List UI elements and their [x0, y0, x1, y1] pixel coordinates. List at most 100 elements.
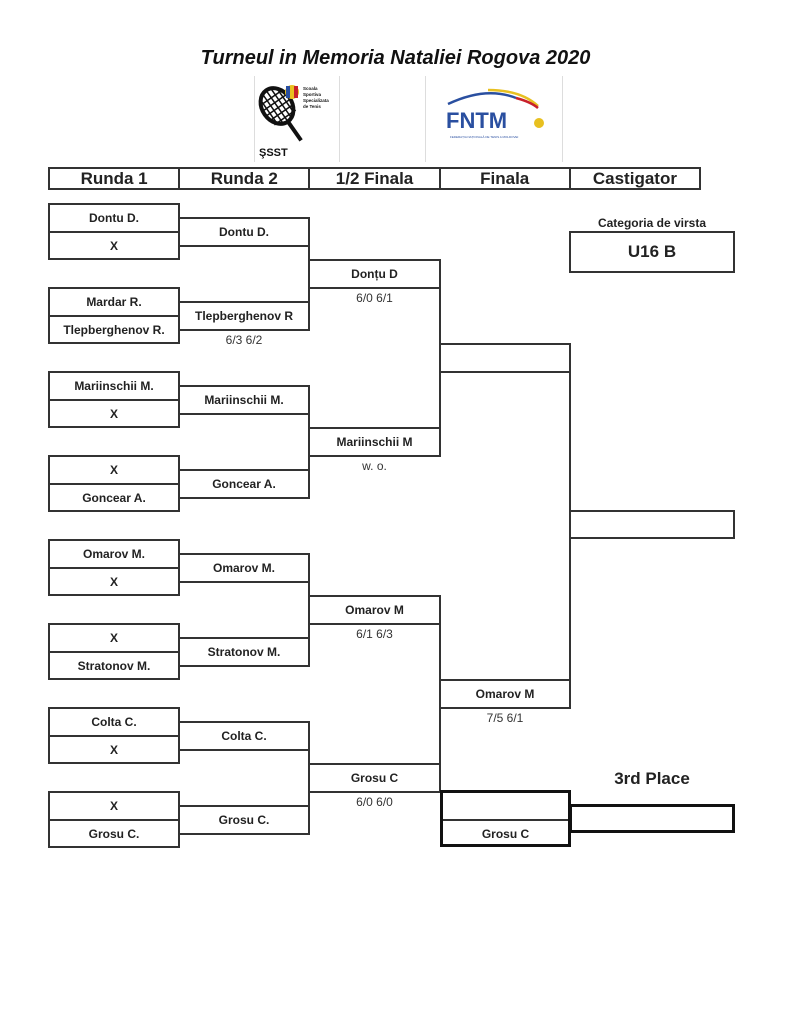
connector-vertical: [439, 595, 441, 791]
svg-text:Specializata: Specializata: [303, 98, 329, 103]
semifinal-player: Omarov M: [345, 603, 404, 617]
connector-line: [440, 343, 570, 345]
logo-abbr: ŞSST: [259, 147, 288, 159]
player-slot: Colta C.: [91, 715, 137, 729]
round2-player: Dontu D.: [219, 225, 269, 239]
round1-match: Colta C. X: [48, 707, 180, 764]
winner-box: [569, 510, 735, 539]
semifinal-player: Donțu D: [351, 267, 398, 281]
category-label: Categoria de virsta: [597, 216, 707, 230]
round2-player: Mariinschii M.: [204, 393, 284, 407]
connector-line: [179, 665, 309, 667]
round2-player: Stratonov M.: [207, 645, 281, 659]
player-slot: X: [109, 799, 118, 813]
connector-line: [179, 469, 309, 471]
semifinal-score: 6/0 6/1: [356, 291, 393, 305]
round2-player: Colta C.: [221, 729, 267, 743]
fntm-logo-icon: FNTM FEDERAȚIA NAȚIONALĂ DE TENIS A MOLD…: [446, 88, 544, 139]
connector-line: [179, 497, 309, 499]
connector-vertical: [439, 259, 441, 457]
connector-vertical: [308, 385, 310, 499]
connector-line: [440, 679, 570, 681]
fntm-logo: FNTM FEDERAȚIA NAȚIONALĂ DE TENIS A MOLD…: [425, 76, 563, 162]
connector-line: [179, 581, 309, 583]
connector-line: [179, 245, 309, 247]
round1-match: X Stratonov M.: [48, 623, 180, 680]
player-slot: X: [50, 399, 178, 427]
player-slot: X: [109, 463, 118, 477]
round2-score: 6/3 6/2: [225, 333, 263, 347]
round2-player: Grosu C.: [218, 813, 270, 827]
connector-line: [309, 287, 440, 289]
round-headers: Runda 1 Runda 2 1/2 Finala Finala Castig…: [48, 167, 701, 190]
svg-text:Sportiva: Sportiva: [303, 92, 322, 97]
category-value: U16 B: [569, 231, 735, 273]
round1-match: X Goncear A.: [48, 455, 180, 512]
connector-vertical: [308, 721, 310, 835]
final-score: 7/5 6/1: [486, 711, 524, 725]
logo-abbr: FNTM: [446, 108, 507, 133]
player-slot: X: [50, 567, 178, 595]
connector-line: [179, 217, 309, 219]
connector-line: [309, 427, 440, 429]
third-place-label: 3rd Place: [614, 769, 690, 788]
player-slot: Mardar R.: [86, 295, 142, 309]
logo-subtitle: FEDERAȚIA NAȚIONALĂ DE TENIS A MOLDOVEI: [450, 135, 518, 139]
connector-line: [440, 707, 570, 709]
player-slot: Goncear A.: [50, 483, 178, 511]
connector-line: [440, 371, 570, 373]
semifinal-score: w. o.: [362, 459, 387, 473]
player-slot: X: [109, 631, 118, 645]
player-slot: X: [50, 231, 178, 259]
connector-line: [179, 749, 309, 751]
third-place-winner-box: [569, 804, 735, 833]
player-slot: Mariinschii M.: [74, 379, 154, 393]
connector-line: [179, 385, 309, 387]
connector-line: [309, 455, 440, 457]
svg-text:de Tenis: de Tenis: [303, 104, 321, 109]
player-slot: X: [50, 735, 178, 763]
round2-player: Goncear A.: [212, 477, 276, 491]
final-player: Omarov M: [475, 687, 535, 701]
round1-match: Dontu D. X: [48, 203, 180, 260]
header-semifinal: 1/2 Finala: [310, 169, 441, 188]
player-slot: Omarov M.: [82, 547, 145, 561]
semifinal-score: 6/1 6/3: [356, 627, 393, 641]
connector-line: [179, 329, 309, 331]
connector-line: [179, 805, 309, 807]
connector-line: [179, 721, 309, 723]
connector-line: [309, 763, 440, 765]
connector-vertical: [308, 217, 310, 331]
header-runda-1: Runda 1: [50, 169, 181, 188]
connector-vertical: [308, 553, 310, 667]
player-slot: Grosu C.: [50, 819, 178, 847]
connector-line: [309, 623, 440, 625]
semifinal-player: Grosu C: [350, 771, 399, 785]
connector-line: [179, 301, 309, 303]
connector-line: [179, 833, 309, 835]
header-runda-2: Runda 2: [180, 169, 311, 188]
third-place-match: Grosu C: [440, 790, 571, 847]
semifinal-score: 6/0 6/0: [356, 795, 393, 809]
connector-line: [179, 553, 309, 555]
third-place-player: [443, 793, 568, 821]
connector-line: [179, 637, 309, 639]
third-place-player: Grosu C: [481, 827, 530, 841]
round1-match: Omarov M. X: [48, 539, 180, 596]
logo-text: Scoala: [303, 86, 318, 91]
connector-line: [309, 595, 440, 597]
tennis-racket-icon: Scoala Sportiva Specializata de Tenis ŞS…: [258, 85, 329, 159]
header-winner: Castigator: [592, 169, 677, 188]
semifinal-player: Mariinschii M: [336, 435, 413, 449]
tournament-title: Turneul in Memoria Nataliei Rogova 2020: [200, 47, 591, 69]
connector-line: [309, 259, 440, 261]
player-slot: Dontu D.: [89, 211, 139, 225]
header-final: Finala: [441, 169, 571, 188]
connector-line: [309, 791, 440, 793]
round2-player: Omarov M.: [212, 561, 275, 575]
player-slot: Stratonov M.: [50, 651, 178, 679]
player-slot: Tlepberghenov R.: [50, 315, 178, 343]
round1-match: X Grosu C.: [48, 791, 180, 848]
ssst-logo: Scoala Sportiva Specializata de Tenis ŞS…: [254, 76, 340, 162]
round1-match: Mariinschii M. X: [48, 371, 180, 428]
